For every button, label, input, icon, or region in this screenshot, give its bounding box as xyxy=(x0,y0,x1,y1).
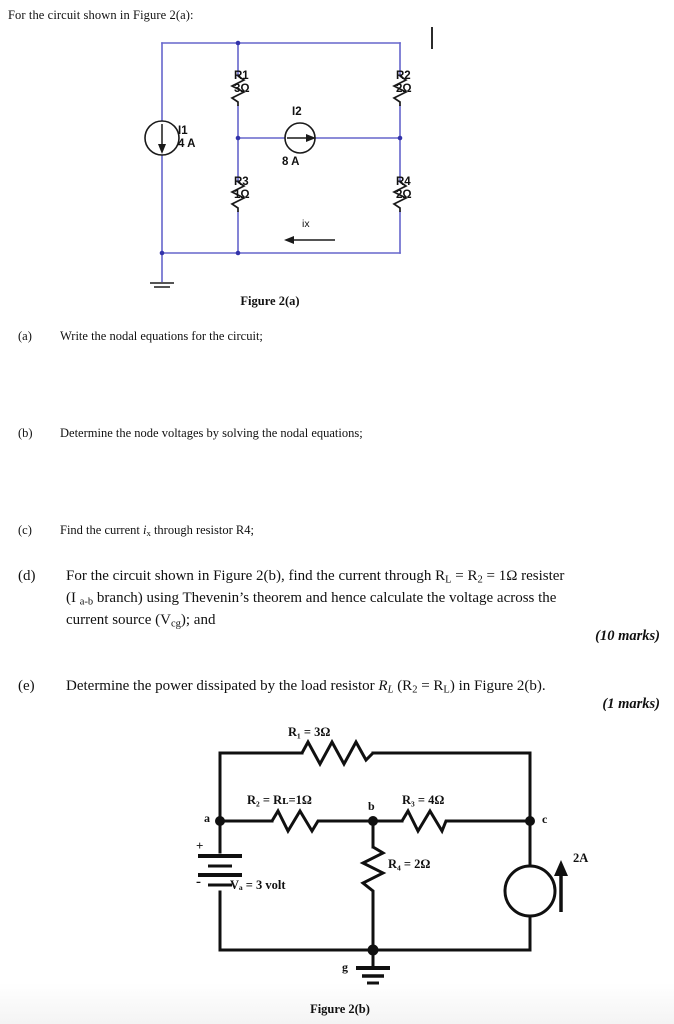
label-r2: R2 2Ω xyxy=(396,70,412,96)
question-d-l2b: branch) using Thevenin’s theorem and hen… xyxy=(93,590,557,607)
question-c-marker: (c) xyxy=(18,523,32,537)
question-e-l1sub2: 2 xyxy=(412,684,418,696)
resistor-r1b-symbol xyxy=(300,738,375,768)
question-c-text-after: through resistor R4; xyxy=(150,523,254,537)
figure-2a: R1 3Ω R2 2Ω R3 1Ω R4 2Ω I1 4 A I2 8 A ix xyxy=(130,30,430,290)
figure-2b: R₁ = 3Ω R₂ = Rʟ=1Ω R₃ = 4Ω R₄ = 2Ω Vₐ = … xyxy=(190,720,620,995)
question-e: (e) Determine the power dissipated by th… xyxy=(18,676,658,698)
question-c-text: Find the current ix through resistor R4; xyxy=(60,522,638,540)
label-current-2a: 2A xyxy=(573,851,589,865)
junction-dots xyxy=(159,40,403,256)
question-e-rl: R xyxy=(378,678,388,694)
resistor-r3b-symbol xyxy=(400,807,448,835)
figure-2b-node-dots xyxy=(215,816,535,956)
label-i1: I1 4 A xyxy=(178,125,195,151)
question-c-symbol-sub: x xyxy=(146,527,151,538)
label-r2-value: 2Ω xyxy=(396,82,412,95)
resistor-r2-symbol xyxy=(392,75,408,106)
question-e-rl-sub: L xyxy=(387,684,394,696)
question-e-l1b: (R xyxy=(393,678,413,694)
resistor-r1-symbol xyxy=(230,75,246,106)
node-label-g: g xyxy=(342,960,348,974)
resistor-r4-symbol xyxy=(392,181,408,212)
question-e-l1sub3: L xyxy=(443,684,450,696)
node-label-a: a xyxy=(204,811,210,825)
question-e-l1c: = R xyxy=(417,678,444,694)
question-e-l1d: ) in Figure 2(b). xyxy=(449,678,546,694)
question-d-l3a: current source (V xyxy=(66,612,171,629)
question-e-marks: (1 marks) xyxy=(602,696,660,712)
battery-symbol xyxy=(198,854,242,887)
label-r4b: R₄ = 2Ω xyxy=(388,857,431,871)
current-source-2a-arrow xyxy=(554,860,568,912)
label-source-voltage: Vₐ = 3 volt xyxy=(230,878,286,892)
question-d-marks: (10 marks) xyxy=(595,628,660,644)
figure-2a-caption: Figure 2(a) xyxy=(240,294,300,308)
question-b-marker: (b) xyxy=(18,426,33,440)
label-r1-name: R1 xyxy=(234,70,249,82)
figure-2b-caption: Figure 2(b) xyxy=(310,1002,370,1016)
question-c: (c) Find the current ix through resistor… xyxy=(18,522,638,540)
question-c-text-before: Find the current xyxy=(60,523,143,537)
current-source-2a-symbol xyxy=(503,864,557,918)
question-c-symbol: i xyxy=(142,523,147,537)
question-d-line2: (I a-b branch) using Thevenin’s theorem … xyxy=(66,590,557,608)
label-r1-value: 3Ω xyxy=(234,82,250,95)
ground-icon-2b xyxy=(356,966,390,985)
label-battery-minus: - xyxy=(196,874,201,890)
label-r3-name: R3 xyxy=(234,176,249,188)
label-r3b: R₃ = 4Ω xyxy=(402,793,445,807)
question-e-l1a: Determine the power dissipated by the lo… xyxy=(66,678,379,694)
label-i2-value: 8 A xyxy=(282,156,300,168)
question-a-marker: (a) xyxy=(18,329,32,343)
label-ix: ix xyxy=(302,218,310,230)
label-r2b: R₂ = Rʟ=1Ω xyxy=(247,793,312,807)
question-d-marker: (d) xyxy=(18,568,36,584)
label-r2-name: R2 xyxy=(396,70,411,82)
label-r1: R1 3Ω xyxy=(234,70,250,96)
label-r4-value: 2Ω xyxy=(396,188,412,201)
node-label-c: c xyxy=(542,812,548,826)
question-b-text: Determine the node voltages by solving t… xyxy=(60,426,363,440)
question-d-l1a: For the circuit shown in Figure 2(b), fi… xyxy=(66,568,446,584)
question-b: (b) Determine the node voltages by solvi… xyxy=(18,425,638,442)
question-d: (d) For the circuit shown in Figure 2(b)… xyxy=(18,566,658,633)
resistor-r3-symbol xyxy=(230,181,246,212)
text-caret xyxy=(431,27,433,49)
question-d-line3: current source (Vcg); and xyxy=(66,612,216,630)
label-battery-plus: + xyxy=(196,838,204,853)
label-r4: R4 2Ω xyxy=(396,176,412,202)
question-d-line1: For the circuit shown in Figure 2(b), fi… xyxy=(66,568,565,586)
label-i1-name: I1 xyxy=(178,125,188,137)
intro-text: For the circuit shown in Figure 2(a): xyxy=(8,8,194,22)
resistor-r2b-symbol xyxy=(270,807,320,835)
label-r4-name: R4 xyxy=(396,176,411,188)
label-r3-value: 1Ω xyxy=(234,188,250,201)
question-e-marker: (e) xyxy=(18,678,35,694)
current-ix-arrow xyxy=(284,236,335,244)
node-label-b: b xyxy=(368,799,375,813)
current-source-i1-symbol xyxy=(144,120,180,156)
question-d-l1b: = R xyxy=(451,568,478,584)
question-d-l1c: = 1Ω resister xyxy=(482,568,565,584)
question-d-text: For the circuit shown in Figure 2(b), fi… xyxy=(66,566,658,633)
question-d-l2a: (I xyxy=(66,590,80,607)
question-e-text: Determine the power dissipated by the lo… xyxy=(66,676,658,698)
label-r1b: R₁ = 3Ω xyxy=(288,725,331,739)
question-a: (a) Write the nodal equations for the ci… xyxy=(18,328,638,345)
current-source-i2-symbol xyxy=(284,122,316,154)
label-r3: R3 1Ω xyxy=(234,176,250,202)
question-d-l2sub: a-b xyxy=(79,596,94,608)
question-d-l3b: ); and xyxy=(180,612,216,629)
question-a-text: Write the nodal equations for the circui… xyxy=(60,329,263,343)
resistor-r4b-symbol xyxy=(359,845,387,900)
question-d-l1sub2: 2 xyxy=(477,574,483,586)
label-i1-value: 4 A xyxy=(178,137,196,150)
ground-icon xyxy=(150,282,174,288)
label-i2-name: I2 xyxy=(292,106,302,118)
question-d-l3sub: cg xyxy=(170,618,181,630)
question-d-l1sub1: L xyxy=(445,574,452,586)
